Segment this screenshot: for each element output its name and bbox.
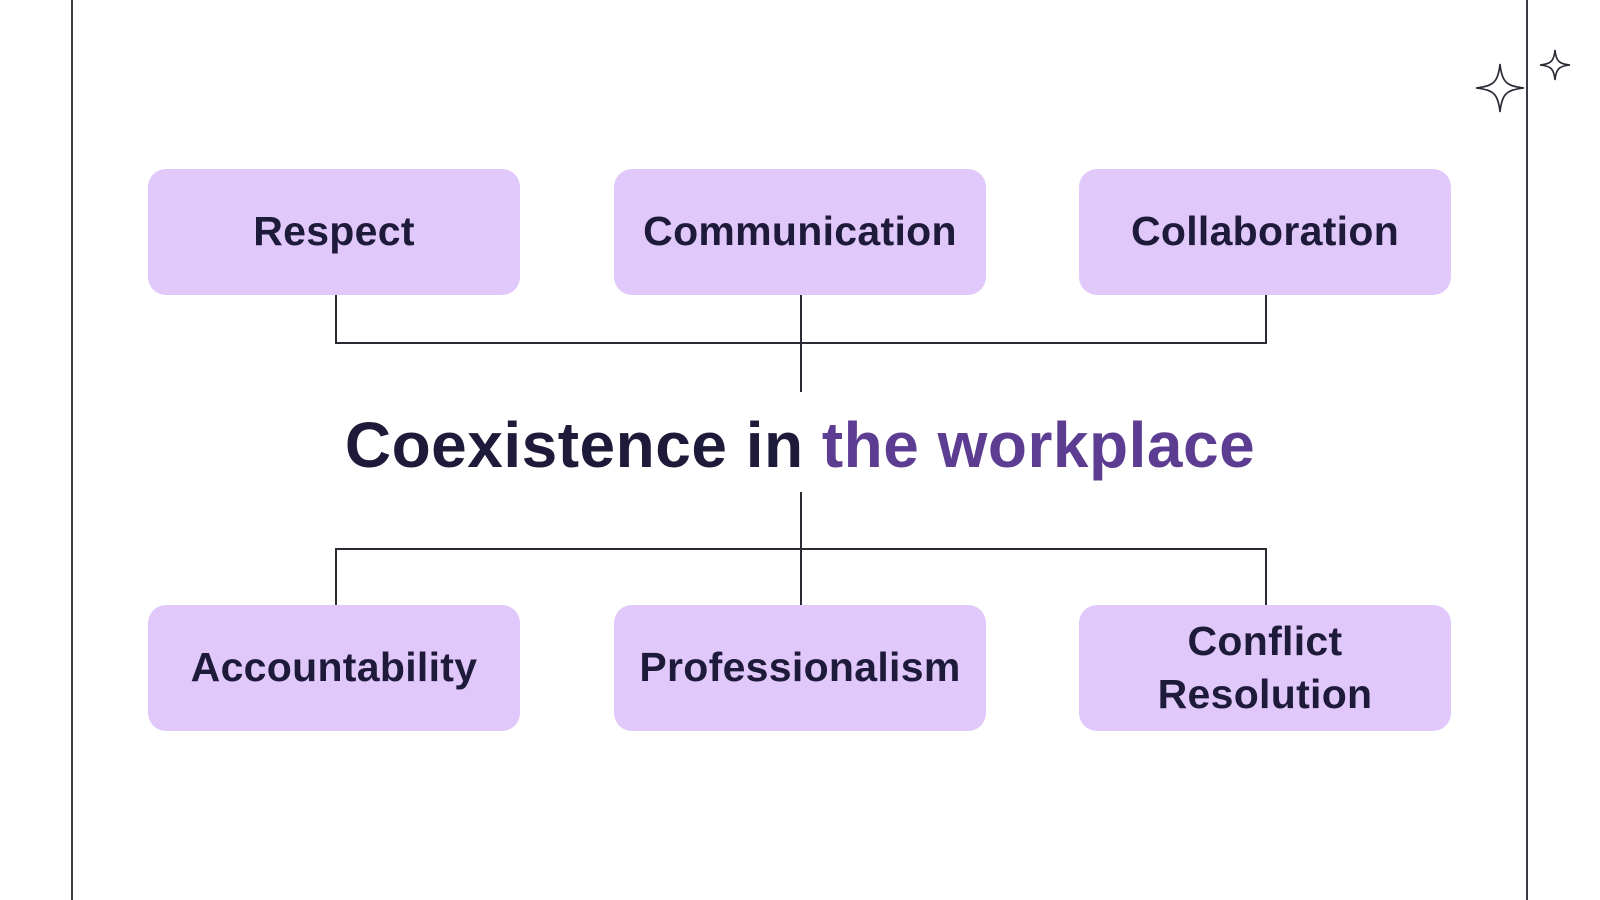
title-highlight: the workplace xyxy=(821,409,1256,481)
right-border-line xyxy=(1526,0,1528,900)
connector-line xyxy=(335,548,337,605)
box-label: Professionalism xyxy=(639,644,961,691)
box-label: Respect xyxy=(253,208,415,255)
box-label: Accountability xyxy=(190,644,478,691)
concept-box-accountability: Accountability xyxy=(148,605,520,731)
connector-line xyxy=(335,548,1267,550)
concept-box-communication: Communication xyxy=(614,169,986,295)
left-border-line xyxy=(71,0,73,900)
sparkle-star-icon xyxy=(1539,49,1571,81)
concept-box-respect: Respect xyxy=(148,169,520,295)
sparkle-star-icon xyxy=(1475,63,1525,113)
connector-line xyxy=(335,295,337,344)
connector-line xyxy=(1265,295,1267,344)
title-prefix: Coexistence in xyxy=(344,409,822,481)
box-label: Communication xyxy=(643,208,957,255)
box-label: Conflict Resolution xyxy=(1157,617,1373,717)
connector-line xyxy=(1265,548,1267,605)
diagram-title: Coexistence in the workplace xyxy=(0,408,1600,482)
concept-box-conflict-resolution: Conflict Resolution xyxy=(1079,605,1451,731)
connector-line xyxy=(335,342,1267,344)
box-label: Collaboration xyxy=(1130,208,1400,255)
concept-box-professionalism: Professionalism xyxy=(614,605,986,731)
concept-box-collaboration: Collaboration xyxy=(1079,169,1451,295)
